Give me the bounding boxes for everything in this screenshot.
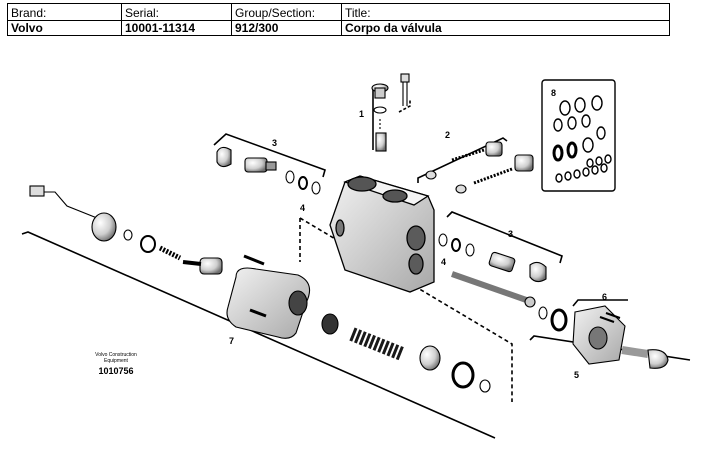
group-value: 912/300 (235, 21, 279, 35)
seal-kit-box (541, 79, 616, 192)
brand-label: Brand: (11, 6, 47, 20)
group-cell: Group/Section: 912/300 (232, 4, 342, 35)
part-label-2: 2 (445, 130, 450, 140)
part-label-3-left: 3 (272, 138, 277, 148)
group-brackets (21, 88, 691, 439)
bracket-3-left (213, 133, 326, 178)
part-number-labels: 1 2 3 4 3 4 5 6 7 8 (229, 88, 607, 380)
figure-number: 1010756 (98, 366, 134, 376)
header-table: Brand: Volvo Serial: 10001-11314 Group/S… (7, 3, 670, 36)
part-3-right-cartridge (438, 233, 547, 283)
part-label-8: 8 (551, 88, 556, 98)
bracket-7 (21, 231, 496, 439)
title-cell: Title: Corpo da válvula (342, 4, 669, 35)
title-value: Corpo da válvula (345, 21, 442, 35)
group-label: Group/Section: (235, 6, 316, 20)
part-3-left-cartridge (216, 146, 321, 195)
brand-cell: Brand: Volvo (8, 4, 122, 35)
part-7-spool-assembly (29, 185, 491, 393)
serial-value: 10001-11314 (125, 21, 196, 35)
caption-line-2: Equipment (104, 358, 128, 364)
part-label-7: 7 (229, 336, 234, 346)
caption-line-1: Volvo Construction (95, 352, 137, 358)
bracket-7-dashed (299, 217, 513, 402)
part-2-spring-valves (425, 141, 534, 194)
serial-label: Serial: (125, 6, 160, 20)
part-label-4-left: 4 (300, 203, 305, 213)
part-label-3-right: 3 (508, 229, 513, 239)
bracket-3-right (446, 211, 563, 264)
part-1-plug-assembly (371, 73, 410, 152)
part-label-6: 6 (602, 292, 607, 302)
serial-cell: Serial: 10001-11314 (122, 4, 232, 35)
bracket-1-dashed (398, 100, 411, 113)
divider (8, 20, 121, 21)
part-label-5: 5 (574, 370, 579, 380)
part-label-1: 1 (359, 109, 364, 119)
divider (122, 20, 231, 21)
title-label: Title: (345, 6, 371, 20)
valve-body (329, 175, 435, 293)
divider (342, 20, 669, 21)
part-label-4-right: 4 (441, 257, 446, 267)
brand-value: Volvo (11, 21, 43, 35)
part-4-5-6-end-cover (451, 271, 669, 369)
divider (232, 20, 341, 21)
manufacturer-caption: Volvo Construction Equipment (86, 352, 146, 364)
bracket-6 (572, 299, 628, 307)
